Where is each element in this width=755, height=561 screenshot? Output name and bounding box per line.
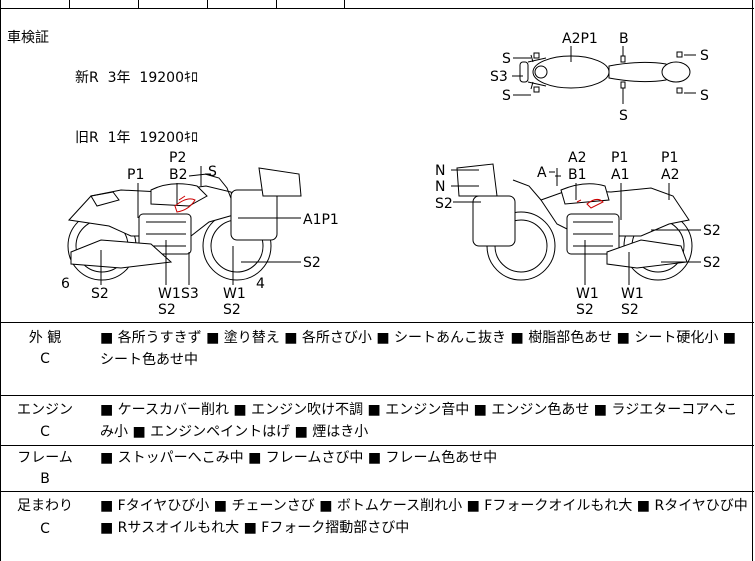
left-side-motorcycle — [67, 166, 302, 281]
rs-label-p1-b: P1 — [661, 150, 678, 166]
row-label-engine: エンジン — [17, 402, 73, 418]
right-side-leaders — [451, 169, 701, 285]
ls-label-4: 4 — [256, 276, 265, 292]
shaken-new: 新R 3年 19200ｷﾛ — [75, 70, 198, 86]
row-grade-suspension: C — [40, 521, 50, 537]
row-grade-engine: C — [40, 424, 50, 440]
tv-label-a2p1: A2P1 — [562, 31, 598, 47]
row-grade-frame: B — [40, 471, 50, 487]
ls-label-p1: P1 — [127, 167, 144, 183]
rs-label-n2: N — [435, 179, 445, 195]
ls-label-6: 6 — [61, 276, 70, 292]
rs-label-a: A — [537, 165, 547, 181]
tv-label-s-br: S — [700, 88, 709, 104]
rs-label-n1: N — [435, 163, 445, 179]
rs-label-s2-left: S2 — [435, 196, 453, 212]
divider-1 — [1, 322, 754, 323]
tv-label-s3: S3 — [490, 69, 508, 85]
divider-2 — [1, 395, 754, 396]
ls-label-w1: W1 — [158, 286, 181, 302]
ls-label-s2-left: S2 — [91, 286, 109, 302]
damage-diagram: S S3 S A2P1 B S S S — [1, 8, 754, 322]
rs-label-b1: B1 — [568, 167, 587, 183]
row-label-suspension: 足まわり — [17, 498, 73, 514]
row-label-exterior: 外 観 — [28, 330, 62, 346]
ls-label-p2: P2 — [169, 150, 186, 166]
rs-label-s2-r2: S2 — [703, 255, 721, 271]
rs-label-w1-b: W1 — [621, 286, 644, 302]
row-label-frame: フレーム — [17, 450, 73, 466]
ls-label-s2-right: S2 — [303, 255, 321, 271]
row-text-frame: ■ ストッパーへこみ中 ■ フレームさび中 ■ フレーム色あせ中 — [100, 450, 498, 466]
rs-label-a2-b: A2 — [661, 167, 679, 183]
rs-label-s2-a: S2 — [576, 302, 594, 318]
right-side-label-group: N N S2 A A2 B1 P1 A1 P1 A2 S2 S2 W1 S2 W… — [435, 150, 721, 318]
left-side-label-group: P2 B2 S P1 A1P1 S2 6 S2 W1 S2 S3 W1 S2 4 — [61, 150, 339, 318]
shaken-values: 新R 3年 19200ｷﾛ 旧R 1年 19200ｷﾛ — [75, 28, 198, 188]
tv-label-b: B — [619, 31, 629, 47]
row-text-engine: ■ ケースカバー削れ ■ エンジン吹け不調 ■ エンジン音中 ■ エンジン色あせ… — [100, 402, 738, 440]
ls-label-b2: B2 — [169, 167, 188, 183]
shaken-label: 車検証 — [7, 30, 49, 46]
ls-label-w1-b: W1 — [223, 286, 246, 302]
tv-label-s-bottom: S — [619, 108, 628, 124]
right-side-motorcycle — [456, 163, 693, 281]
rs-label-w1: W1 — [576, 286, 599, 302]
shaken-old: 旧R 1年 19200ｷﾛ — [75, 130, 198, 146]
row-text-exterior: ■ 各所うすきず ■ 塗り替え ■ 各所さび小 ■ シートあんこ抜き ■ 樹脂部… — [100, 330, 736, 368]
divider-4 — [1, 491, 754, 492]
motorcycle-diagram-svg: S S3 S A2P1 B S S S — [61, 31, 721, 318]
rs-label-s2-b: S2 — [621, 302, 639, 318]
ls-label-s: S — [208, 164, 217, 180]
rs-label-a1: A1 — [611, 167, 629, 183]
rs-label-p1: P1 — [611, 150, 628, 166]
top-view-leaders — [512, 46, 696, 104]
ls-label-a1p1: A1P1 — [303, 212, 339, 228]
rs-label-a2: A2 — [568, 150, 586, 166]
ls-label-s2-b: S2 — [223, 302, 241, 318]
top-view-motorcycle — [519, 51, 691, 94]
ls-label-s3: S3 — [181, 286, 199, 302]
divider-3 — [1, 445, 754, 446]
tv-label-s2: S — [502, 88, 511, 104]
left-side-leaders — [100, 173, 301, 285]
tv-label-s1: S — [502, 51, 511, 67]
row-grade-exterior: C — [40, 351, 50, 367]
tv-label-s-tr: S — [700, 48, 709, 64]
ls-label-s2-mid: S2 — [158, 302, 176, 318]
top-view-label-group: S S3 S A2P1 B S S S — [490, 31, 709, 124]
row-text-suspension: ■ Fタイヤひび小 ■ チェーンさび ■ ボトムケース削れ小 ■ Fフォークオイ… — [100, 498, 748, 536]
header-strip — [1, 0, 754, 9]
rs-label-s2-r1: S2 — [703, 223, 721, 239]
